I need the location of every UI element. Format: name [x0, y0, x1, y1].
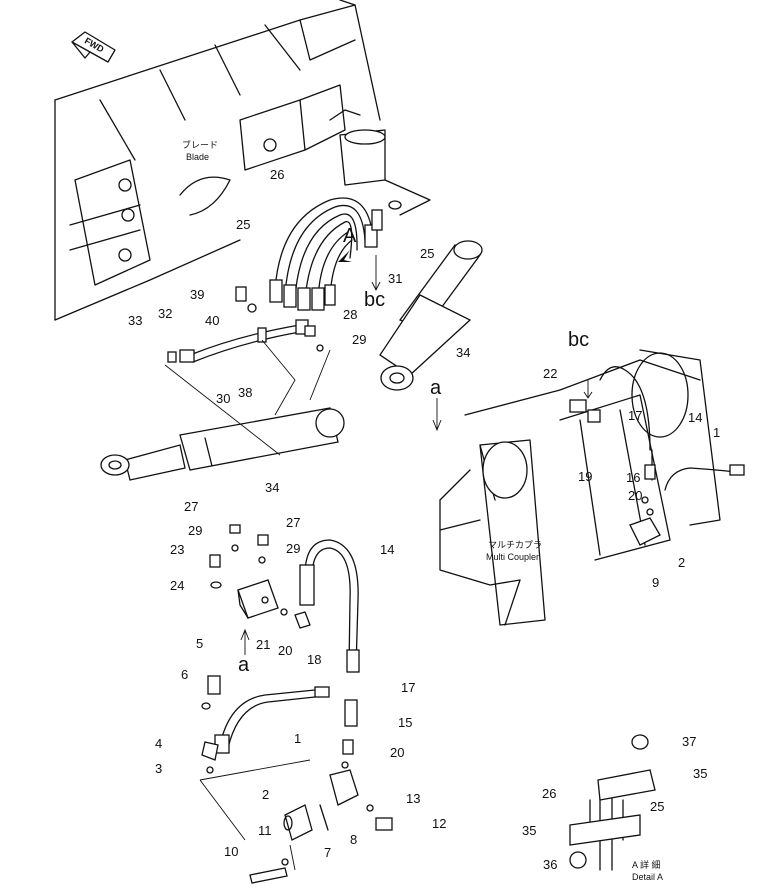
block-21	[209, 524, 311, 655]
callout-3: 3	[155, 761, 163, 776]
callout-19: 19	[578, 469, 593, 484]
callout-8: 8	[350, 832, 358, 847]
callout-14: 14	[380, 542, 395, 557]
callout-25: 25	[236, 217, 251, 232]
callout-1: 1	[713, 425, 721, 440]
hose-14-lower	[299, 539, 360, 673]
callout-27: 27	[184, 499, 199, 514]
callout-29: 29	[352, 332, 367, 347]
callout-17: 17	[401, 680, 416, 695]
detail-a-drawing	[569, 734, 656, 871]
callout-36: 36	[543, 857, 558, 872]
marker-a-bottom: a	[238, 654, 250, 676]
callout-6: 6	[181, 667, 189, 682]
hose-bundle-top	[269, 197, 383, 311]
callout-29: 29	[286, 541, 301, 556]
callout-5: 5	[196, 636, 204, 651]
callout-11: 11	[258, 823, 272, 838]
view-arrow-icon	[338, 250, 352, 262]
callout-34: 34	[265, 480, 280, 495]
callout-25: 25	[650, 799, 665, 814]
callout-18: 18	[307, 652, 322, 667]
callout-4: 4	[155, 736, 163, 751]
callout-21: 21	[256, 637, 271, 652]
callout-26: 26	[542, 786, 557, 801]
callout-14: 14	[688, 410, 703, 425]
callout-2: 2	[262, 787, 270, 802]
callout-2: 2	[678, 555, 686, 570]
callout-27: 27	[286, 515, 301, 530]
blade-label-jp: ブレード	[182, 140, 219, 150]
part-2-lower	[249, 804, 313, 884]
callout-35: 35	[522, 823, 537, 838]
multi-coupler-drawing	[439, 349, 745, 626]
callout-22: 22	[543, 366, 558, 381]
callout-12: 12	[432, 816, 447, 831]
detail-label-en: Detail A	[632, 872, 664, 882]
callout-16: 16	[626, 470, 641, 485]
cylinder-34-upper	[379, 240, 483, 391]
callout-37: 37	[682, 734, 697, 749]
blade-drawing	[54, 0, 431, 321]
callout-13: 13	[406, 791, 421, 806]
callout-24: 24	[170, 578, 185, 593]
callout-15: 15	[398, 715, 413, 730]
callout-20: 20	[390, 745, 405, 760]
callout-1: 1	[294, 731, 302, 746]
callout-17: 17	[628, 408, 643, 423]
callout-29: 29	[188, 523, 203, 538]
callout-9: 9	[652, 575, 660, 590]
callout-33: 33	[128, 313, 143, 328]
hose-1-lower	[199, 675, 330, 841]
callout-34: 34	[456, 345, 471, 360]
tube-30	[164, 286, 331, 456]
callout-23: 23	[170, 542, 185, 557]
callout-32: 32	[158, 306, 173, 321]
callout-7: 7	[324, 845, 332, 860]
marker-a-right: a	[430, 377, 442, 399]
blade-label-en: Blade	[186, 152, 210, 162]
view-marker-a: A	[343, 225, 357, 247]
coupler-label-en: Multi Coupler	[486, 552, 540, 562]
detail-label-jp: A 詳 細	[632, 860, 661, 870]
callout-38: 38	[238, 385, 253, 400]
callout-20: 20	[628, 488, 643, 503]
lower-fittings	[319, 699, 393, 831]
marker-bc-top: bc	[364, 289, 386, 311]
callout-39: 39	[190, 287, 205, 302]
callout-25: 25	[420, 246, 435, 261]
fwd-arrow-icon	[71, 31, 116, 63]
callout-20: 20	[278, 643, 293, 658]
callout-10: 10	[224, 844, 239, 859]
cylinder-34-lower	[100, 407, 345, 481]
callout-31: 31	[388, 271, 403, 286]
callout-28: 28	[343, 307, 358, 322]
callout-40: 40	[205, 313, 220, 328]
callout-30: 30	[216, 391, 231, 406]
callout-35: 35	[693, 766, 708, 781]
coupler-label-jp: マルチカプラ	[488, 540, 543, 550]
marker-bc-right: bc	[568, 329, 590, 351]
marker-a-arrow	[432, 398, 442, 432]
callout-26: 26	[270, 167, 285, 182]
